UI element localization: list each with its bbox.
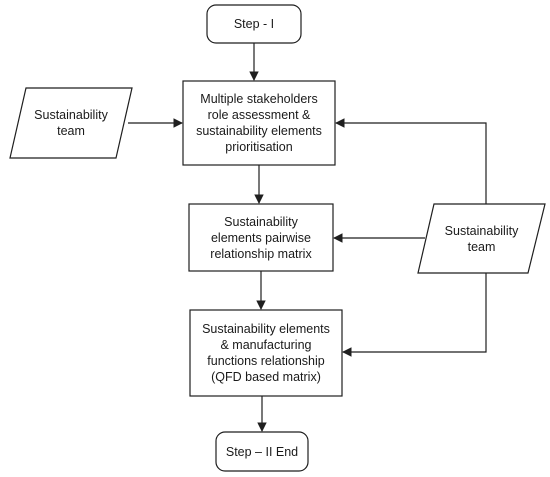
step1-process-box	[182, 80, 336, 166]
input-right-parallelogram	[417, 203, 546, 274]
end-terminal	[215, 431, 309, 472]
input-left-parallelogram	[9, 87, 133, 159]
step3-process-box	[189, 309, 343, 397]
arrow-right-input-to-step1	[335, 118, 487, 204]
start-terminal	[206, 4, 302, 44]
step2-process-box	[188, 203, 334, 272]
arrow-right-input-to-step3	[342, 273, 487, 357]
